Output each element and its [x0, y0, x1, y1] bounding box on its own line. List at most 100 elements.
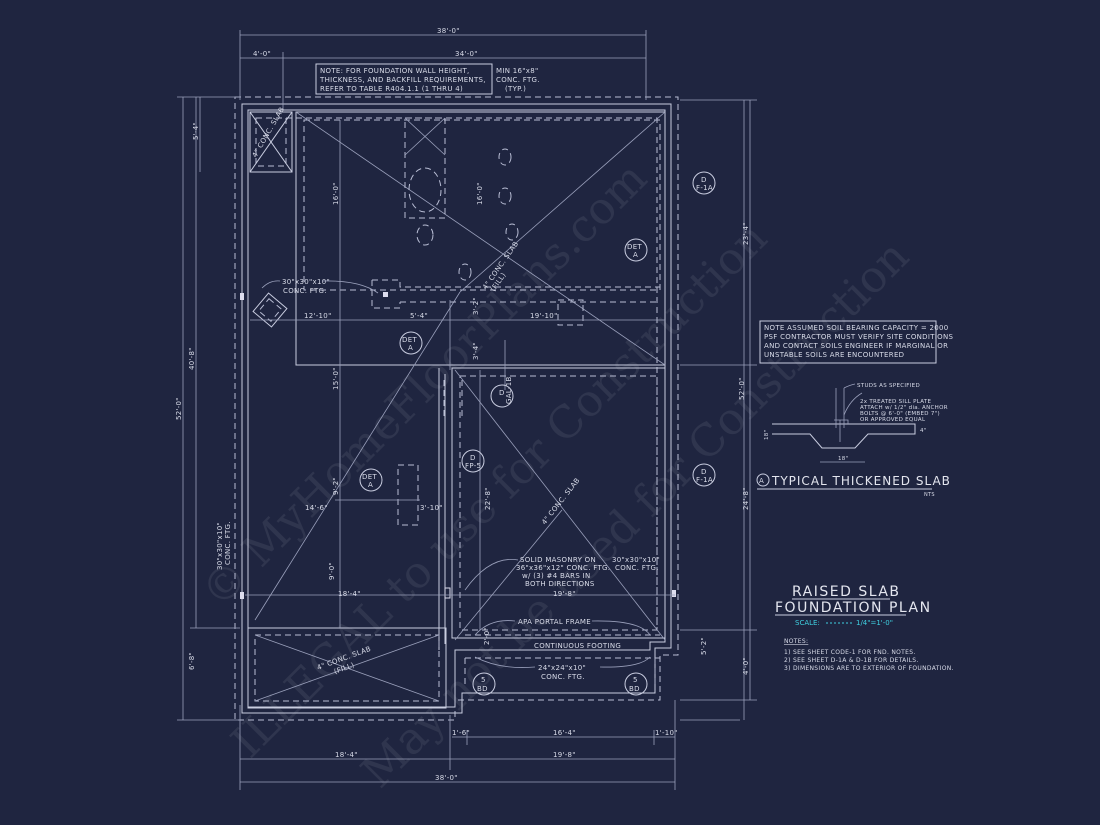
label: UNSTABLE SOILS ARE ENCOUNTERED [764, 351, 904, 359]
label: 52'-0" [175, 397, 183, 420]
label: 5'-4" [192, 122, 200, 140]
label: 19'-8" [553, 590, 576, 598]
label: NOTES: [784, 638, 808, 645]
label: 3'-10" [420, 504, 443, 512]
label: 40'-8" [188, 347, 196, 370]
label: 3'-4" [472, 342, 480, 360]
label: CONC. FTG. [615, 564, 659, 572]
top-note-line: NOTE: FOR FOUNDATION WALL HEIGHT, [320, 67, 470, 75]
label: D [701, 468, 707, 476]
label: 38'-0" [437, 27, 460, 35]
label: 5'-2" [700, 637, 708, 655]
dimension-lines [177, 30, 757, 790]
label: 15'-0" [332, 367, 340, 390]
scale-value: 1/4"=1'-0" [856, 619, 893, 627]
soil-note: NOTE ASSUMED SOIL BEARING CAPACITY = 200… [764, 324, 954, 359]
label: 2) SEE SHEET D-1A & D-1B FOR DETAILS. [784, 657, 919, 664]
min-footing-note: MIN 16"x8" [496, 67, 539, 75]
label: PSF CONTRACTOR MUST VERIFY SITE CONDITIO… [764, 333, 954, 341]
label: STUDS AS SPECIFIED [857, 383, 920, 389]
label: AND CONTACT SOILS ENGINEER IF MARGINAL O… [764, 342, 948, 350]
label: ATTACH w/ 1/2" dia. ANCHOR [860, 405, 948, 411]
label: 24'-8" [742, 487, 750, 510]
label: CONC. FTG. [283, 287, 327, 295]
label: BD [477, 685, 488, 693]
label: 9'-0" [328, 562, 336, 580]
detail-marker: A [759, 477, 764, 485]
label: 18'-4" [335, 751, 358, 759]
label: 5 [633, 676, 638, 684]
label: 16'-0" [476, 182, 484, 205]
label: 3'-2" [472, 297, 480, 315]
label: 14'-6" [305, 504, 328, 512]
label: 18" [838, 456, 848, 462]
label: FP-5 [465, 462, 481, 470]
top-note-box [315, 63, 493, 95]
label: A [368, 481, 373, 489]
label: D [701, 176, 707, 184]
label: F-1A [696, 476, 713, 484]
label: 30"x30"x10" [216, 522, 224, 570]
label: 2x TREATED SILL PLATE [860, 399, 932, 405]
scale-label: SCALE: [795, 619, 820, 627]
label: 24"x24"x10" [538, 664, 586, 672]
label: CONC. FTG. [224, 521, 232, 565]
label: 30"x30"x10" [612, 556, 660, 564]
label: 4" [920, 428, 927, 434]
label: 34'-0" [455, 50, 478, 58]
label: 3) DIMENSIONS ARE TO EXTERIOR OF FOUNDAT… [784, 665, 954, 672]
label: DET [362, 473, 377, 481]
label: 22'-8" [484, 487, 492, 510]
label: BOTH DIRECTIONS [525, 580, 595, 588]
top-note-line: REFER TO TABLE R404.1.1 (1 THRU 4) [320, 85, 463, 93]
label: 19'-8" [553, 751, 576, 759]
label: D [470, 454, 476, 462]
label: DET [402, 336, 417, 344]
min-footing-note: CONC. FTG. [496, 76, 540, 84]
label: NOTE ASSUMED SOIL BEARING CAPACITY = 200… [764, 324, 949, 332]
label: 4" CONC. SLAB [540, 476, 581, 526]
label: 18" [764, 430, 770, 440]
label: 38'-0" [435, 774, 458, 782]
label: 12'-10" [304, 312, 332, 320]
label: SOLID MASONRY ON [520, 556, 596, 564]
label: BOLTS @ 6'-0" (EMBED 7") [860, 411, 940, 417]
foundation-outline [234, 96, 679, 721]
label: F-1A [696, 184, 713, 192]
label: 19'-10" [530, 312, 558, 320]
title-line-1: RAISED SLAB [792, 584, 901, 600]
label: A [408, 344, 413, 352]
label: GAL-1B [505, 376, 513, 404]
label: DET [627, 243, 642, 251]
general-notes: NOTES: 1) SEE SHEET CODE-1 FOR FND. NOTE… [784, 638, 954, 672]
min-footing-note: (TYP.) [505, 85, 526, 93]
label: 52'-0" [738, 377, 746, 400]
label: OR APPROVED EQUAL [860, 417, 926, 423]
label: 1'-10" [655, 729, 678, 737]
label: 9'-2" [332, 477, 340, 495]
label: 18'-4" [338, 590, 361, 598]
thickened-slab-detail: STUDS AS SPECIFIED 2x TREATED SILL PLATE… [756, 383, 951, 498]
label: 4'-0" [742, 657, 750, 675]
title-line-2: FOUNDATION PLAN [775, 600, 932, 616]
drawing-title: RAISED SLAB FOUNDATION PLAN SCALE: 1/4"=… [775, 584, 932, 627]
label: 2'-0" [483, 627, 491, 645]
label: 5 [481, 676, 486, 684]
label: 16'-4" [553, 729, 576, 737]
label: BD [629, 685, 640, 693]
label: 5'-4" [410, 312, 428, 320]
label: 6'-8" [188, 652, 196, 670]
label: w/ (3) #4 BARS IN [522, 572, 591, 580]
label: A [633, 251, 638, 259]
label: 1'-6" [452, 729, 470, 737]
label: CONTINUOUS FOOTING [534, 642, 621, 650]
label: 16'-0" [332, 182, 340, 205]
dimension-labels: 38'-0" 4'-0" 34'-0" 38'-0" 18'-4" 19'-8"… [175, 27, 750, 782]
label: 1) SEE SHEET CODE-1 FOR FND. NOTES. [784, 649, 916, 656]
top-note-line: THICKNESS, AND BACKFILL REQUIREMENTS, [319, 76, 486, 84]
detail-title: TYPICAL THICKENED SLAB [771, 474, 951, 488]
label: 23'-4" [742, 222, 750, 245]
label: CONC. FTG. [541, 673, 585, 681]
